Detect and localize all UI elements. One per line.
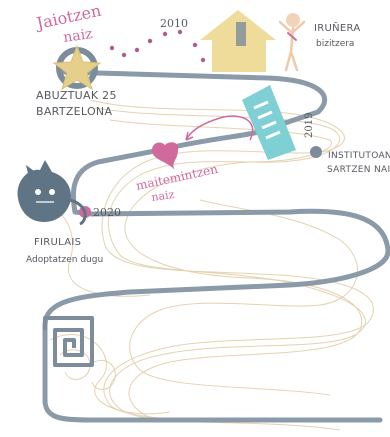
marker-2019: [310, 146, 322, 158]
house-icon: [200, 10, 276, 72]
person-icon: [280, 13, 304, 70]
dotted-trail: [110, 30, 205, 62]
move-title: IRUÑERA: [314, 21, 361, 34]
spiral-icon: [45, 318, 92, 365]
school-line1: INSTITUTOAN: [328, 151, 390, 161]
star-icon: [54, 46, 100, 89]
year-2019-label: 2019: [304, 113, 315, 138]
birth-place-line1: ABUZTUAK 25: [36, 89, 117, 102]
year-2010-label: 2010: [160, 17, 188, 30]
love-line1: maitemintzen: [135, 162, 220, 193]
year-2020-label: 2020: [93, 206, 121, 219]
birth-place-line2: BARTZELONA: [36, 105, 112, 118]
birth-title-line2: naiz: [62, 26, 93, 46]
timeline-road: [45, 72, 388, 420]
pet-title: FIRULAIS: [34, 237, 81, 248]
move-subtitle: bizitzera: [316, 39, 354, 49]
school-line2: SARTZEN NAIZ: [327, 165, 390, 175]
love-line2: naiz: [151, 188, 176, 204]
pet-subtitle: Adoptatzen dugu: [26, 255, 103, 265]
